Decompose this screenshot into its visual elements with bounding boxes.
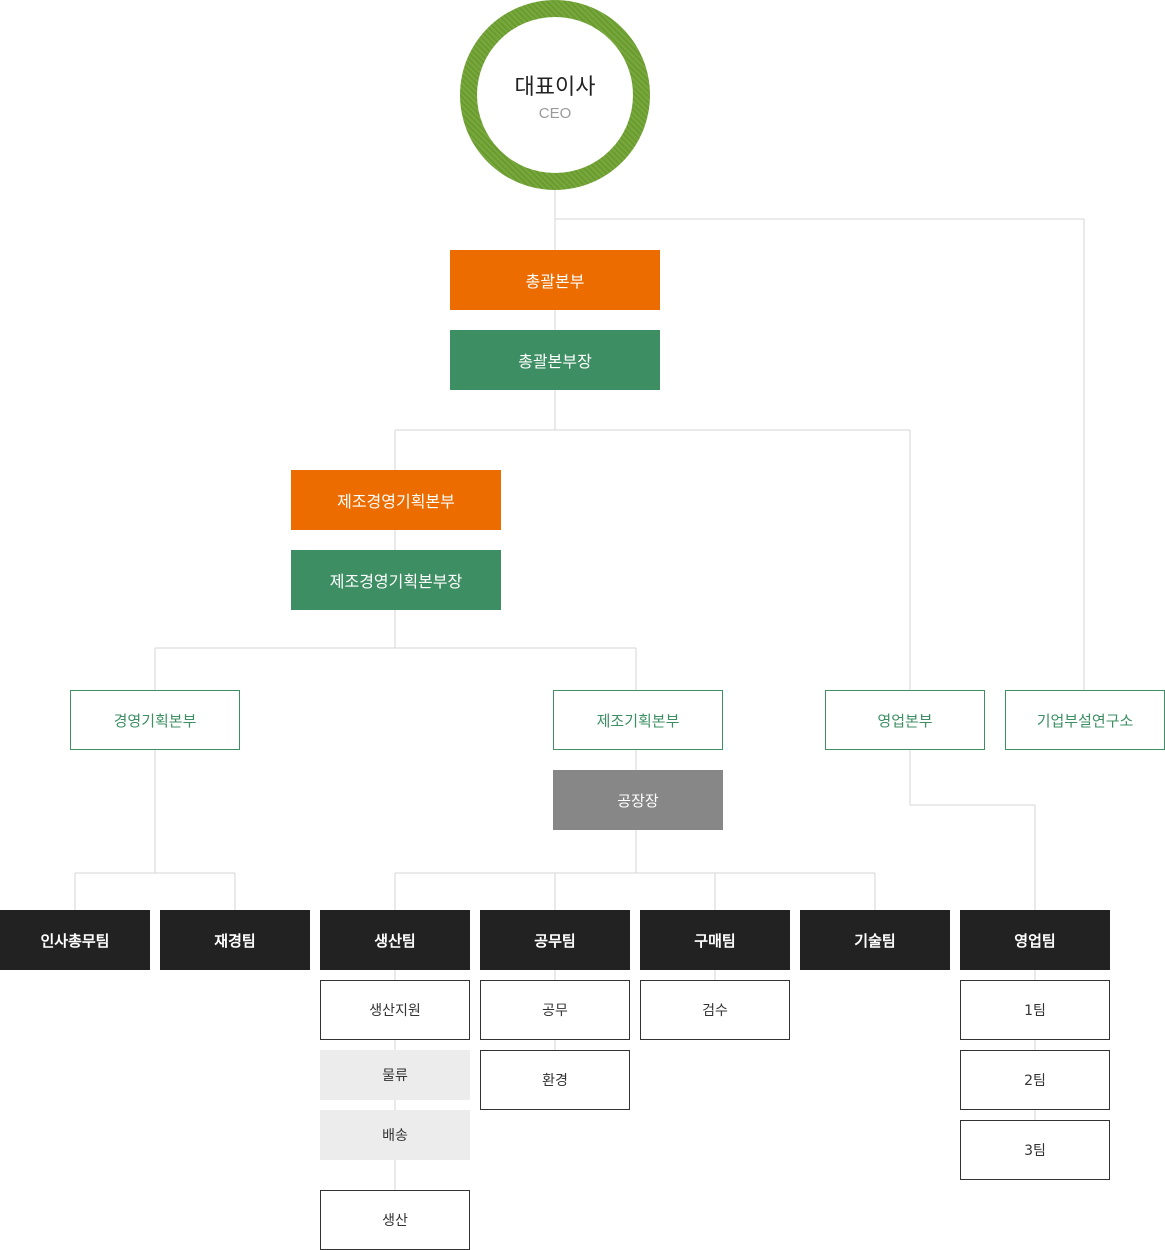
ceo-circle: 대표이사 CEO [460, 0, 650, 190]
subunit-inspection: 검수 [640, 980, 790, 1040]
team-engineering: 공무팀 [480, 910, 630, 970]
mfg-mgmt-hq-box: 제조경영기획본부 [291, 470, 501, 530]
team-production: 생산팀 [320, 910, 470, 970]
general-hq-box: 총괄본부 [450, 250, 660, 310]
subunit-sales-team-2: 2팀 [960, 1050, 1110, 1110]
team-sales: 영업팀 [960, 910, 1110, 970]
subunit-delivery: 배송 [320, 1110, 470, 1160]
division-manufacturing-planning: 제조기획본부 [553, 690, 723, 750]
division-management-planning: 경영기획본부 [70, 690, 240, 750]
division-sales: 영업본부 [825, 690, 985, 750]
ceo-inner: 대표이사 CEO [477, 17, 633, 173]
general-hq-head-box: 총괄본부장 [450, 330, 660, 390]
subunit-production-support: 생산지원 [320, 980, 470, 1040]
team-finance: 재경팀 [160, 910, 310, 970]
factory-manager-box: 공장장 [553, 770, 723, 830]
subunit-sales-team-1: 1팀 [960, 980, 1110, 1040]
ceo-subtitle: CEO [538, 104, 572, 122]
subunit-logistics: 물류 [320, 1050, 470, 1100]
ceo-title: 대표이사 [514, 74, 596, 100]
team-technology: 기술팀 [800, 910, 950, 970]
subunit-engineering: 공무 [480, 980, 630, 1040]
mfg-mgmt-hq-head-box: 제조경영기획본부장 [291, 550, 501, 610]
division-research-institute: 기업부설연구소 [1005, 690, 1165, 750]
subunit-sales-team-3: 3팀 [960, 1120, 1110, 1180]
subunit-environment: 환경 [480, 1050, 630, 1110]
subunit-production: 생산 [320, 1190, 470, 1250]
team-hr-general: 인사총무팀 [0, 910, 150, 970]
team-purchasing: 구매팀 [640, 910, 790, 970]
